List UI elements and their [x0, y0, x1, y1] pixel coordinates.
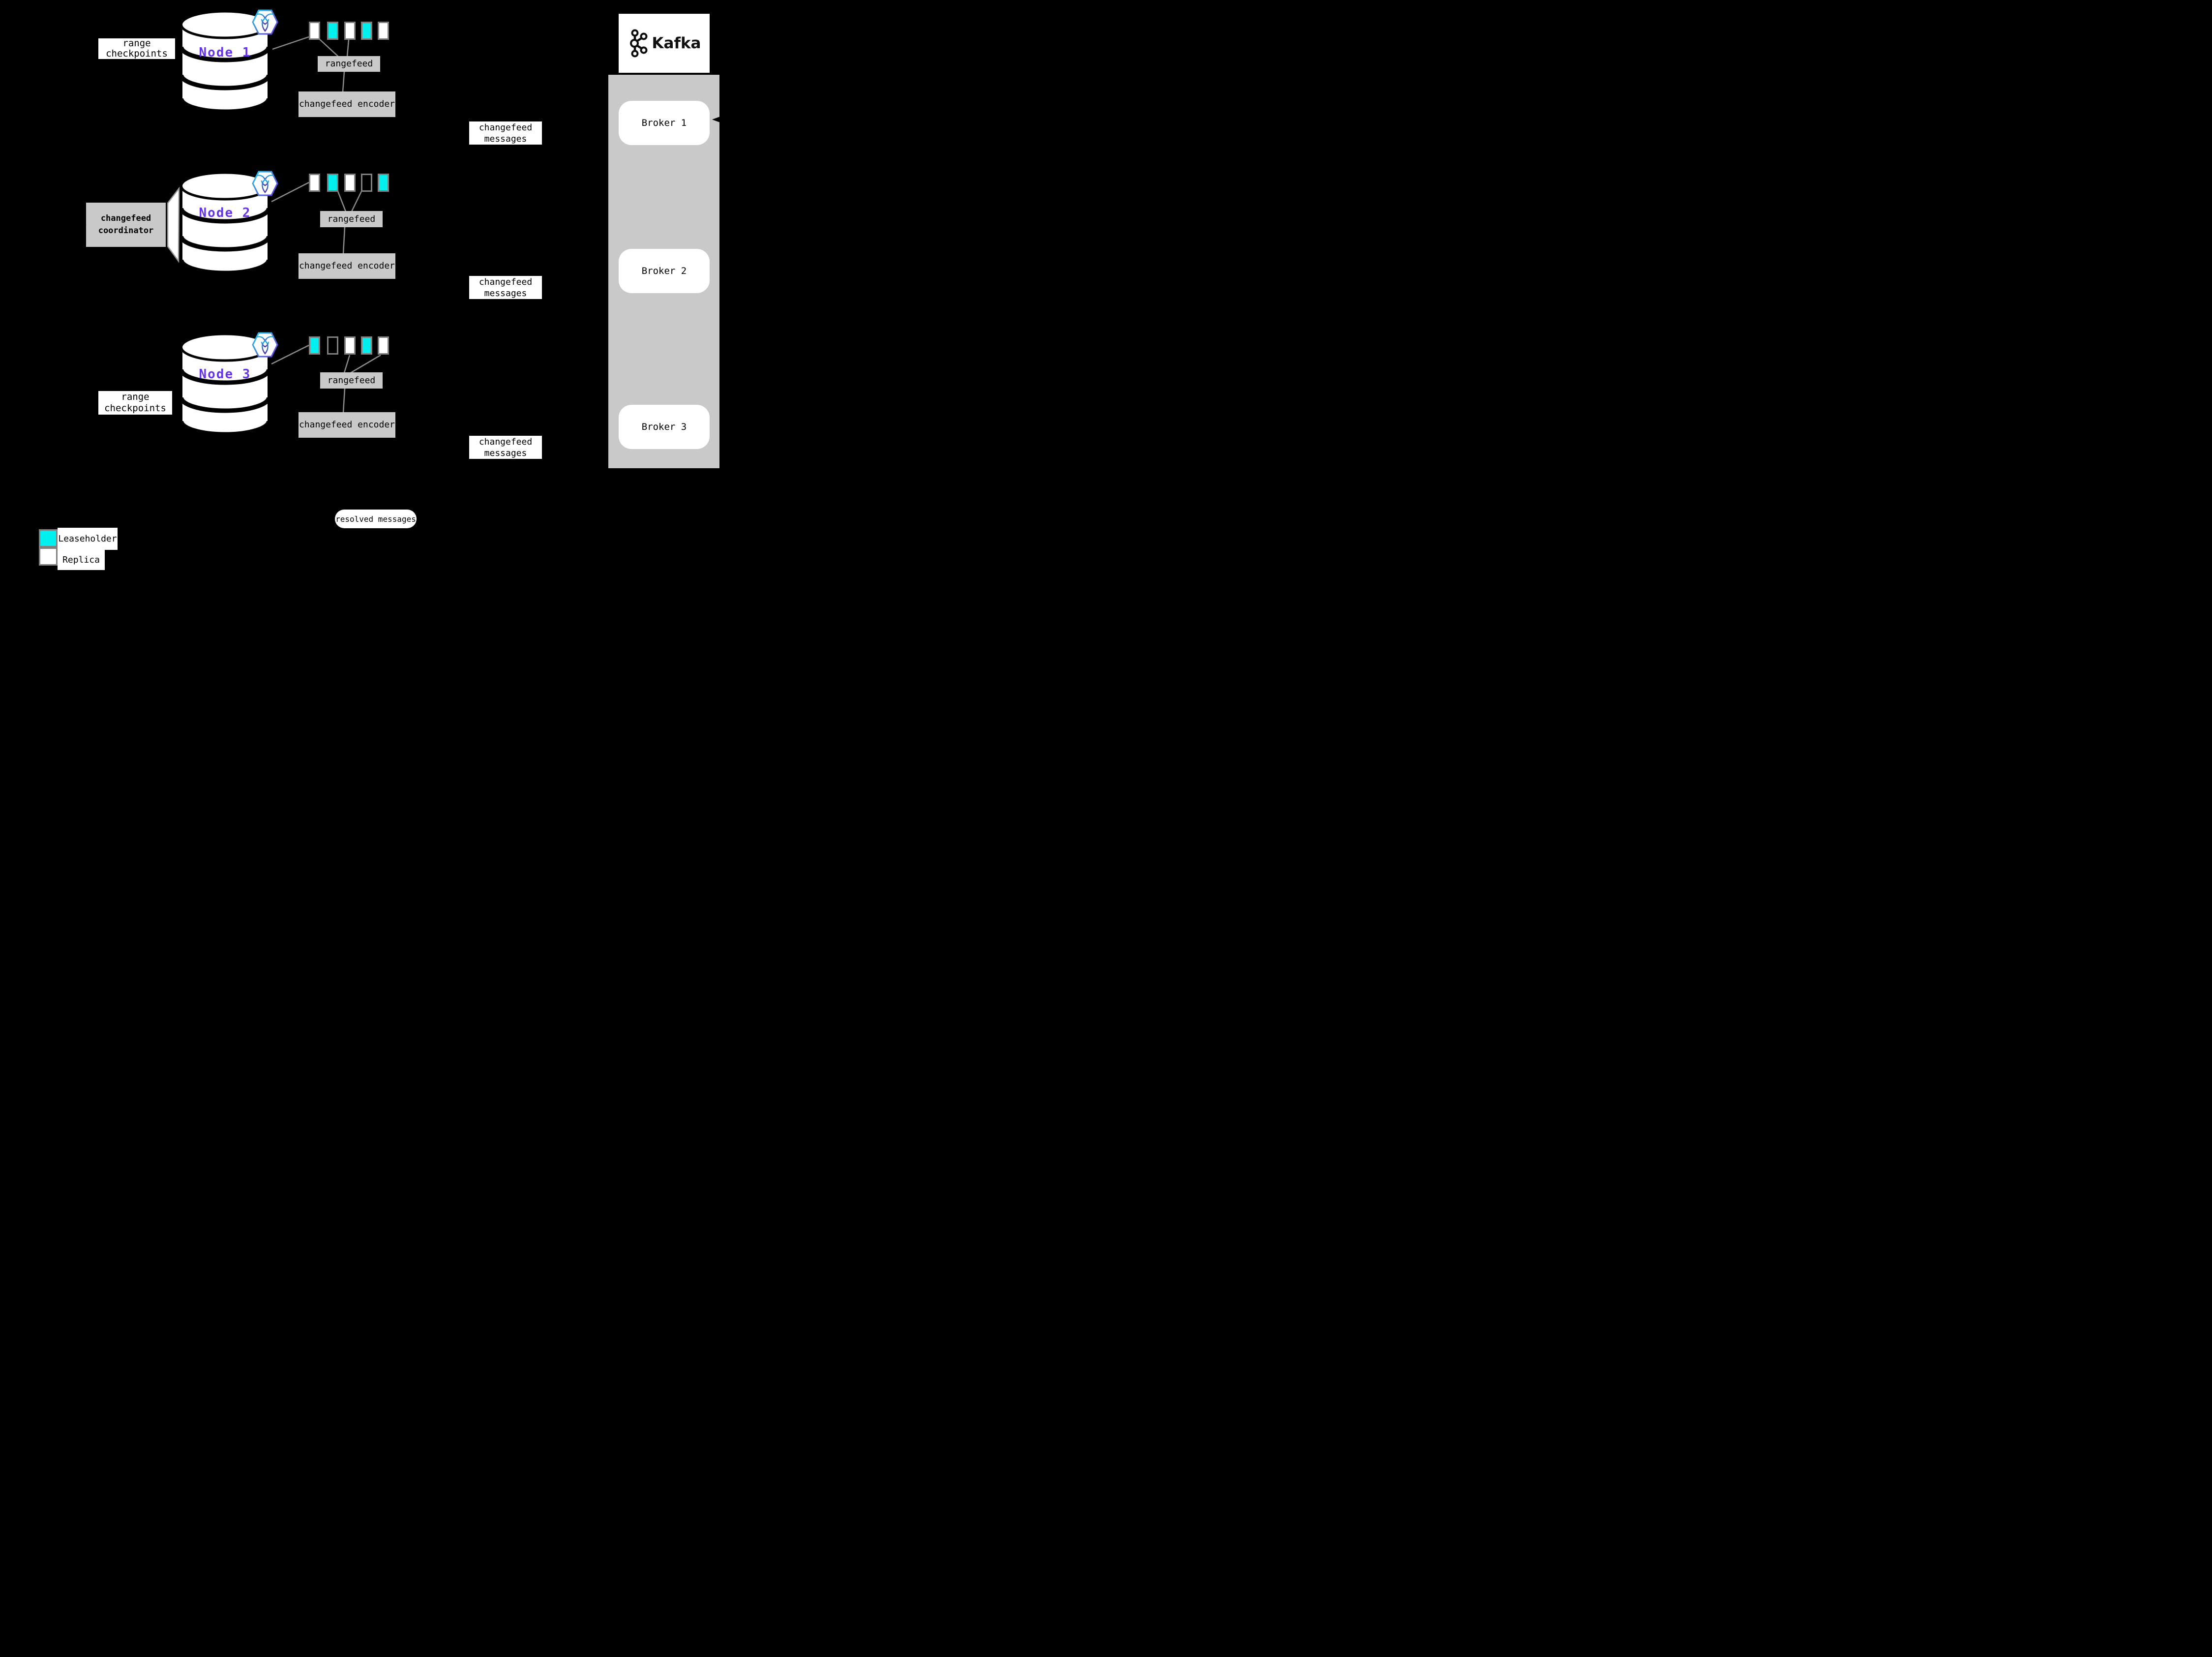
resolved-messages-label: resolved messages	[335, 510, 417, 528]
changefeed-coordinator-box: changefeed coordinator	[86, 203, 166, 247]
node2-changefeed-encoder-box: changefeed encoder	[299, 253, 395, 279]
connector-lines	[271, 36, 381, 413]
broker-3-box: Broker 3	[619, 405, 710, 449]
broker1-arrowhead-icon	[712, 116, 721, 123]
legend-replica-label: Replica	[58, 550, 105, 570]
range-rect	[344, 22, 356, 40]
range-rect	[361, 22, 372, 40]
range-rect	[344, 174, 356, 192]
coordinator-arrowhead-icon	[75, 223, 87, 227]
range-rect	[327, 174, 338, 192]
node3-changefeed-messages-label: changefeed messages	[469, 436, 542, 459]
kafka-title: Kafka	[652, 34, 701, 52]
range-rect	[309, 22, 320, 40]
cockroachdb-logo-icon	[252, 332, 278, 358]
range-rect	[309, 174, 320, 192]
broker-1-box: Broker 1	[619, 101, 710, 145]
node3-changefeed-encoder-box: changefeed encoder	[299, 412, 395, 438]
legend-replica-swatch	[39, 547, 58, 566]
range-rect	[378, 336, 389, 355]
node1-label: Node 1	[199, 45, 251, 60]
range-rect	[309, 336, 320, 355]
node3-rangefeed-box: rangefeed	[320, 372, 383, 389]
range-rect	[344, 336, 356, 355]
diagram-overlay	[167, 9, 381, 577]
node3-label: Node 3	[199, 367, 251, 382]
node1-rangefeed-box: rangefeed	[318, 56, 380, 72]
coordinator-flag	[167, 186, 180, 263]
range-rect	[361, 174, 372, 192]
node2-changefeed-messages-label: changefeed messages	[469, 276, 542, 299]
range-rect	[327, 336, 338, 355]
cockroachdb-logo-icon	[252, 9, 278, 35]
kafka-icon	[629, 29, 648, 58]
node1-range-checkpoints-label: range checkpoints	[98, 38, 175, 59]
kafka-logo-box: Kafka	[619, 14, 710, 73]
range-rect	[361, 336, 372, 355]
broker-2-box: Broker 2	[619, 249, 710, 293]
range-rect	[327, 22, 338, 40]
node1-changefeed-messages-label: changefeed messages	[469, 121, 542, 145]
node2-label: Node 2	[199, 206, 251, 220]
node2-rangefeed-box: rangefeed	[320, 211, 383, 227]
diagram-canvas: Node 1 range checkpoints rangefeed chang…	[0, 0, 771, 577]
node3-range-checkpoints-label: range checkpoints	[98, 391, 172, 415]
legend-leaseholder-label: Leaseholder	[58, 528, 118, 550]
cockroachdb-logo-icon	[252, 171, 278, 196]
range-rect	[378, 174, 389, 192]
node1-changefeed-encoder-box: changefeed encoder	[299, 91, 395, 117]
range-rect	[378, 22, 389, 40]
legend-leaseholder-swatch	[39, 529, 58, 547]
